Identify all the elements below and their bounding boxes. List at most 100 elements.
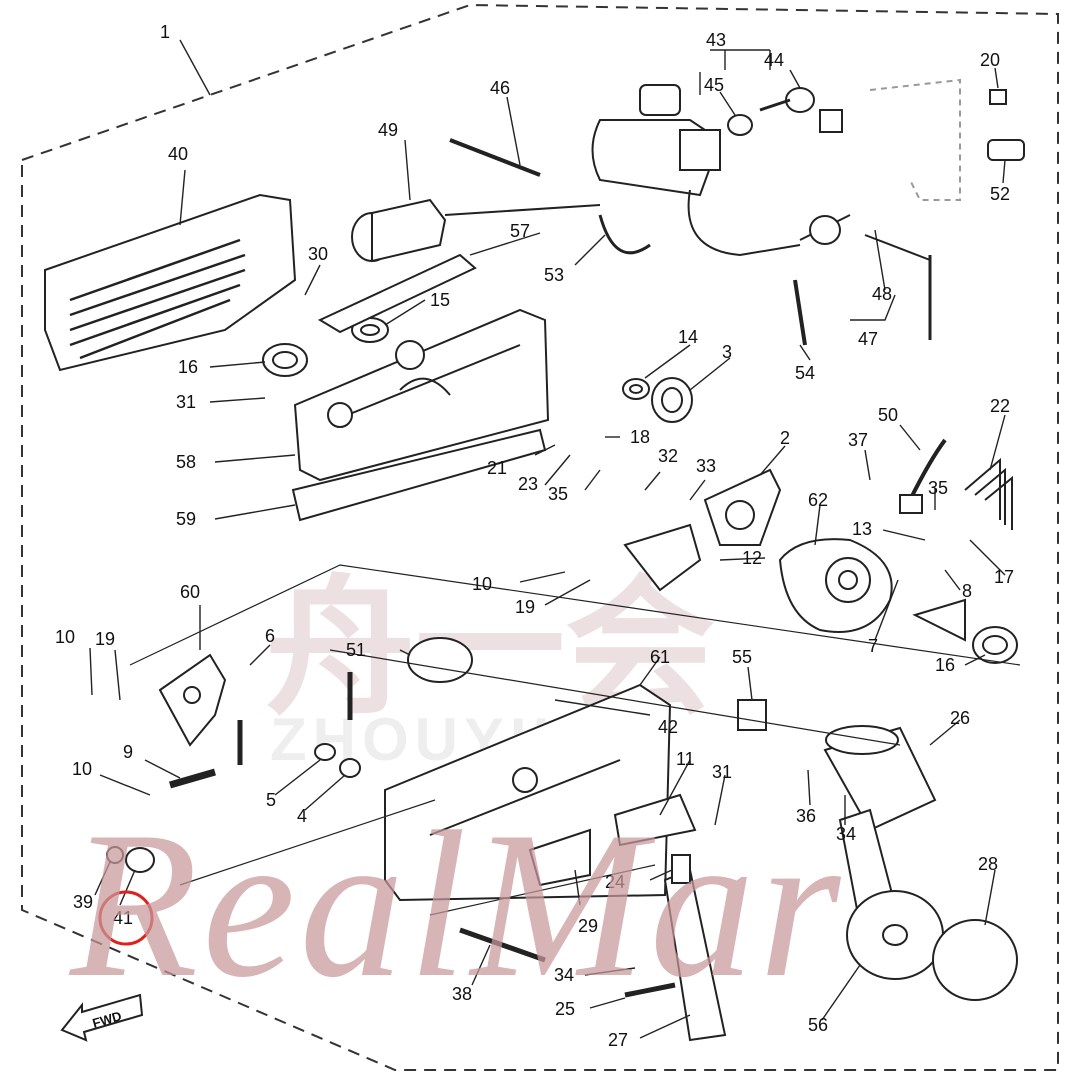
part-cam-lever	[623, 523, 702, 592]
callout-34-a: 34	[836, 824, 856, 844]
assembly-guide-lines	[129, 564, 1021, 916]
part-58-main-plate	[293, 308, 550, 482]
callout-60: 60	[180, 582, 200, 602]
part-3-disc	[651, 377, 693, 423]
callout-23: 23	[518, 474, 538, 494]
callout-35-a: 35	[548, 484, 568, 504]
callout-10-a: 10	[472, 574, 492, 594]
callout-20: 20	[980, 50, 1000, 70]
callout-10-c: 10	[72, 759, 92, 779]
callout-30: 30	[308, 244, 328, 264]
callout-labels: 1 2 3 4 5 6 7 8 9 10 10 10 11 12 13 14 1…	[55, 22, 1014, 1050]
part-26-handle	[823, 725, 937, 832]
part-2-plate	[703, 468, 782, 546]
callout-19-a: 19	[515, 597, 535, 617]
callout-16-a: 16	[178, 357, 198, 377]
callout-1: 1	[160, 22, 170, 42]
part-57-bracket	[317, 253, 477, 334]
callout-59: 59	[176, 509, 196, 529]
part-14-washer	[622, 378, 650, 400]
callout-21: 21	[487, 458, 507, 478]
part-46-rod	[449, 138, 541, 177]
part-60-switch-plate	[158, 653, 227, 747]
callout-17: 17	[994, 567, 1014, 587]
part-16-ring-upper	[262, 343, 308, 377]
callout-57: 57	[510, 221, 530, 241]
callout-26: 26	[950, 708, 970, 728]
callout-6: 6	[265, 626, 275, 646]
callout-33: 33	[696, 456, 716, 476]
callout-48: 48	[872, 284, 892, 304]
callout-28: 28	[978, 854, 998, 874]
callout-58: 58	[176, 452, 196, 472]
callout-16-b: 16	[935, 655, 955, 675]
fwd-arrow-icon	[60, 993, 144, 1042]
part-20-block	[989, 89, 1007, 105]
part-16-ring-lower	[972, 626, 1018, 664]
callout-24: 24	[605, 872, 625, 892]
part-54-screw	[793, 279, 807, 346]
part-22-shims	[964, 457, 1013, 530]
part-55-block	[737, 699, 767, 731]
part-51-buzzer	[407, 637, 473, 683]
callout-36: 36	[796, 806, 816, 826]
callout-35-b: 35	[928, 478, 948, 498]
callout-22: 22	[990, 396, 1010, 416]
callout-8: 8	[962, 581, 972, 601]
callout-37: 37	[848, 430, 868, 450]
callout-15: 15	[430, 290, 450, 310]
highlight-circle	[98, 890, 154, 946]
part-47-wire	[799, 214, 932, 340]
callout-32: 32	[658, 446, 678, 466]
callout-7: 7	[868, 636, 878, 656]
callout-31-a: 31	[176, 392, 196, 412]
part-small-hardware	[106, 672, 361, 873]
callout-38: 38	[452, 984, 472, 1004]
callout-29: 29	[578, 916, 598, 936]
part-43-harness	[591, 84, 801, 257]
callout-50: 50	[878, 405, 898, 425]
part-25-pin	[624, 982, 676, 998]
part-44-key	[759, 87, 843, 133]
callout-5: 5	[266, 790, 276, 810]
part-52-clamp	[987, 139, 1025, 161]
leader-lines	[89, 39, 1006, 1039]
callout-46: 46	[490, 78, 510, 98]
part-53-clip	[598, 214, 651, 255]
callout-9: 9	[123, 742, 133, 762]
callout-55: 55	[732, 647, 752, 667]
dashed-frame-top-right	[869, 78, 961, 201]
callout-51: 51	[346, 640, 366, 660]
part-38-bolt	[459, 927, 546, 963]
callout-18: 18	[630, 427, 650, 447]
parts	[44, 78, 1025, 1042]
highlight-marker	[98, 890, 154, 946]
callout-12: 12	[742, 548, 762, 568]
assembly-boundary	[21, 3, 1059, 1071]
callout-34-b: 34	[554, 965, 574, 985]
part-28-knob	[932, 919, 1018, 1001]
callout-4: 4	[297, 806, 307, 826]
callout-42: 42	[658, 717, 678, 737]
part-24-spring	[671, 854, 691, 884]
callout-11: 11	[676, 749, 695, 769]
callout-10-b: 10	[55, 627, 75, 647]
watermark-script-text: RealMar	[68, 789, 844, 1021]
part-15-ring	[351, 317, 389, 343]
part-40-grille-cover	[44, 193, 297, 372]
callout-56: 56	[808, 1015, 828, 1035]
callout-44: 44	[764, 50, 784, 70]
callout-39: 39	[73, 892, 93, 912]
callout-2: 2	[780, 428, 790, 448]
callout-40: 40	[168, 144, 188, 164]
watermark-script: RealMar	[68, 789, 844, 1021]
part-61-housing	[384, 683, 672, 902]
callout-53: 53	[544, 265, 564, 285]
part-11-bracket	[613, 793, 697, 847]
callout-19-b: 19	[95, 629, 115, 649]
part-triangle-plate	[912, 598, 966, 642]
callout-47: 47	[858, 329, 878, 349]
callout-43: 43	[706, 30, 726, 50]
